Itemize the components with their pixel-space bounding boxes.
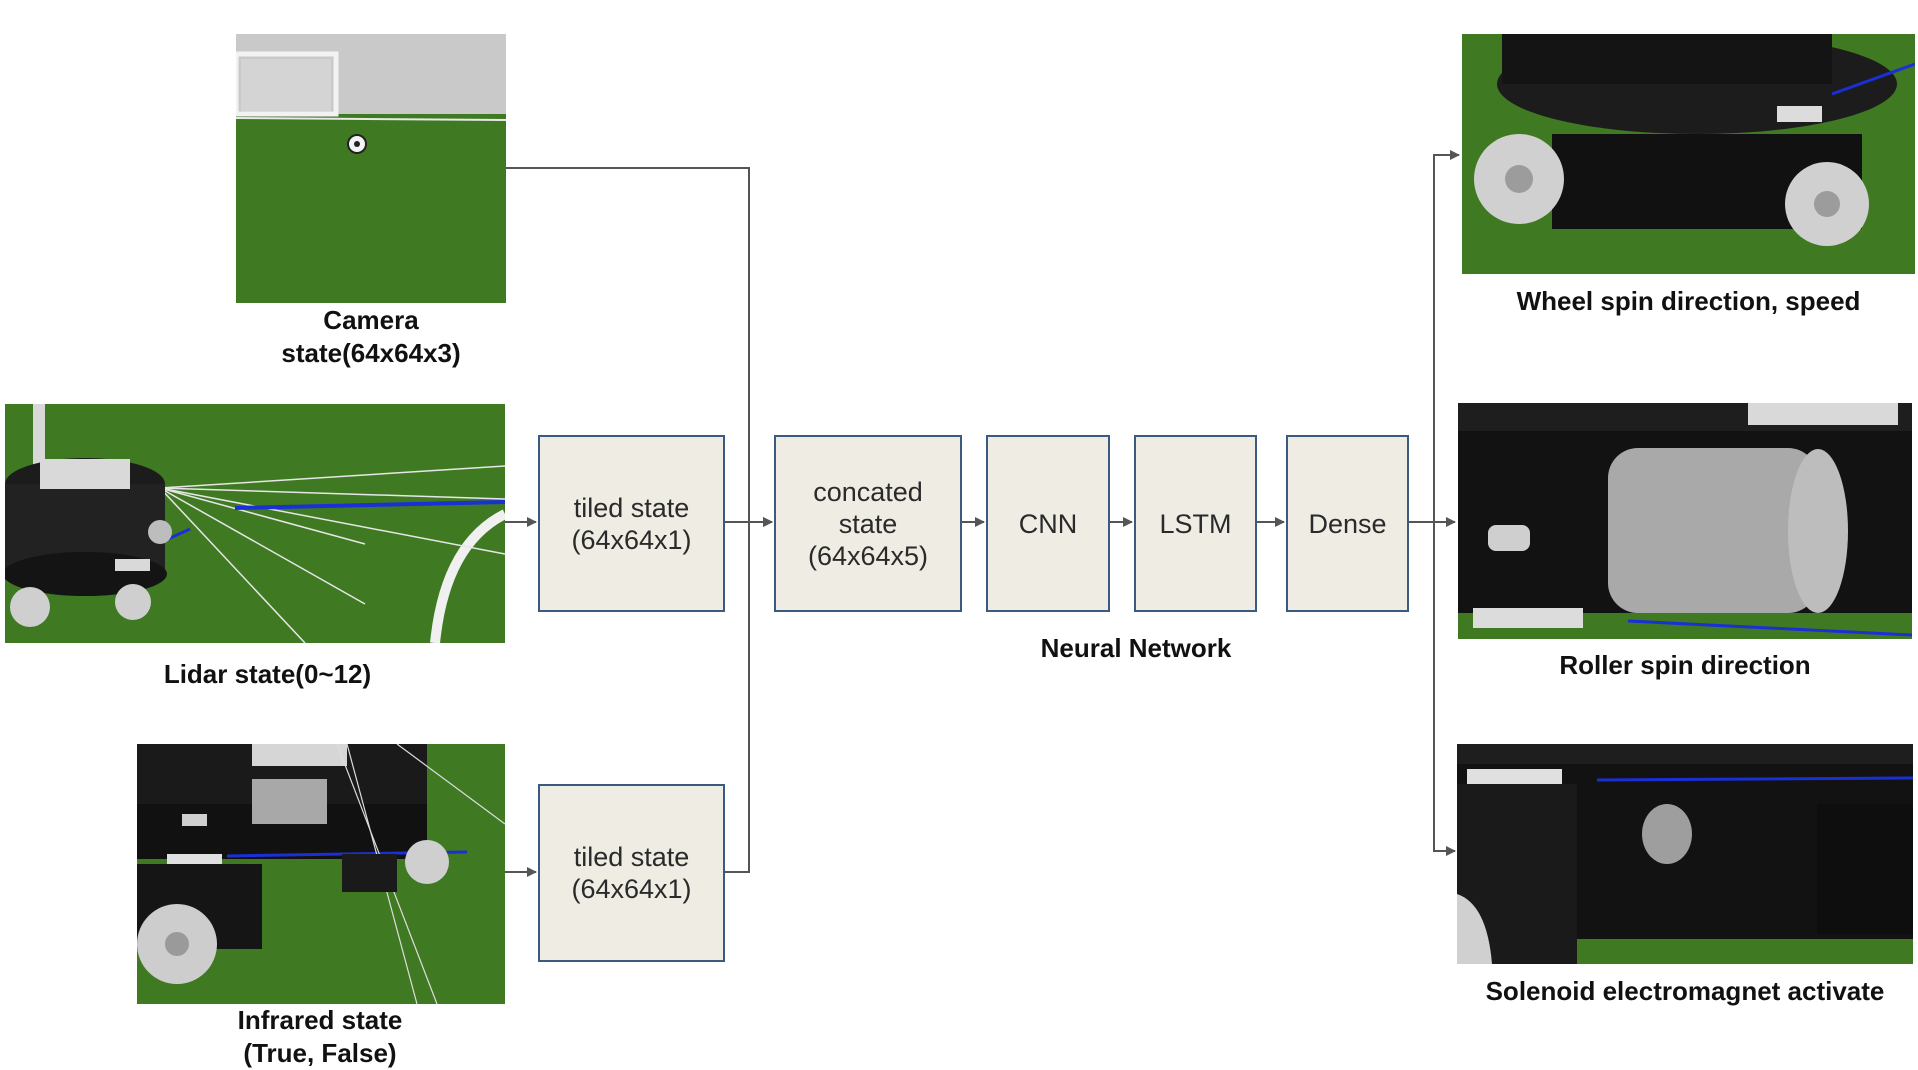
- camera-image: [236, 34, 506, 303]
- tiled-infrared-box: tiled state (64x64x1): [538, 784, 725, 962]
- lidar-caption: Lidar state(0~12): [163, 659, 372, 689]
- dense-to-solenoid-arrow: [1433, 522, 1456, 856]
- lstm-box: LSTM: [1134, 435, 1257, 612]
- tiled-infrared-to-concat-line: [724, 522, 750, 873]
- dense-box: Dense: [1286, 435, 1409, 612]
- roller-caption: Roller spin direction: [1559, 650, 1811, 680]
- concated-state-box: concated state (64x64x5): [774, 435, 962, 612]
- lidar-image: [5, 404, 505, 643]
- infrared-image: [137, 744, 505, 1004]
- cnn-box: CNN: [986, 435, 1110, 612]
- infrared-caption: Infrared state (True, False): [237, 1005, 403, 1068]
- roller-image: [1458, 403, 1912, 639]
- neural-network-label: Neural Network: [1040, 633, 1232, 663]
- solenoid-caption: Solenoid electromagnet activate: [1485, 976, 1885, 1006]
- solenoid-image: [1457, 744, 1913, 964]
- tiled-lidar-box: tiled state (64x64x1): [538, 435, 725, 612]
- camera-caption: Camera state(64x64x3): [281, 305, 461, 368]
- wheel-caption: Wheel spin direction, speed: [1516, 286, 1861, 316]
- wheel-image: [1462, 34, 1915, 274]
- dense-to-wheel-arrow: [1433, 150, 1460, 522]
